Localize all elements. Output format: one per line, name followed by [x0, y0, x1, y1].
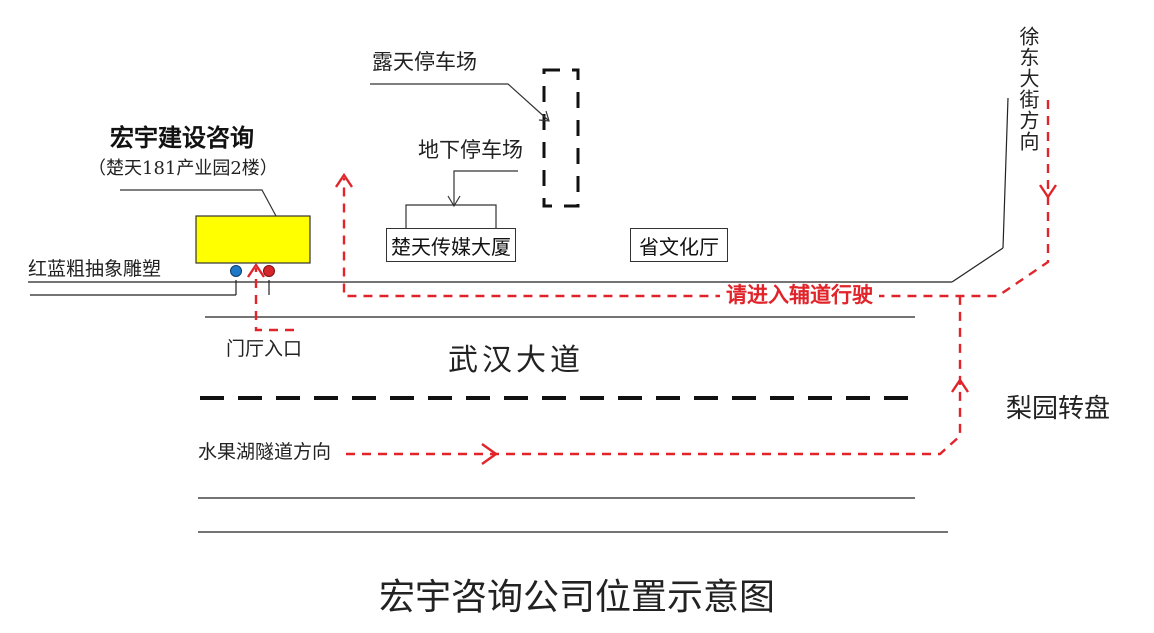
- company-name: 宏宇建设咨询: [110, 124, 254, 152]
- route-arrow-up-left: [335, 172, 353, 188]
- route-arrow-right: [481, 443, 499, 465]
- provincial-culture-hall: 省文化厅: [630, 228, 728, 262]
- open-parking-label: 露天停车场: [372, 50, 477, 74]
- main-road-label: 武汉大道: [448, 343, 584, 378]
- route-instruction: 请进入辅道行驶: [720, 285, 879, 306]
- chutian-building: 楚天传媒大厦: [386, 228, 516, 262]
- underground-parking-label: 地下停车场: [418, 138, 523, 162]
- open-parking-area: [542, 68, 580, 208]
- route-from-tunnel: [346, 296, 962, 456]
- company-building: [195, 215, 311, 264]
- company-address: （楚天181产业园2楼）: [88, 158, 278, 179]
- blue-sculpture-dot: [230, 265, 242, 277]
- route-arrow-lobby: [247, 262, 265, 278]
- map-title: 宏宇咨询公司位置示意图: [378, 577, 775, 618]
- open-parking-pointer: [370, 83, 549, 121]
- sculpture-label: 红蓝粗抽象雕塑: [28, 258, 162, 280]
- underground-parking-pointer: [453, 170, 518, 205]
- tunnel-direction-label: 水果湖隧道方向: [198, 441, 332, 463]
- open-parking-arrowhead: [538, 110, 550, 122]
- underground-parking-arrowhead: [447, 195, 461, 208]
- company-label-pointer: [120, 189, 277, 217]
- xudong-direction-label: 徐东大街方向: [1016, 26, 1040, 152]
- road-north-line: [1002, 97, 1009, 249]
- lobby-entrance-label: 门厅入口: [226, 338, 303, 360]
- route-arrow-up-right: [951, 377, 969, 393]
- red-sculpture-dot: [263, 265, 275, 277]
- liyuan-roundabout-label: 梨园转盘: [1006, 394, 1111, 424]
- underground-parking-bracket: [405, 204, 497, 228]
- road-curve-line: [951, 247, 1004, 283]
- route-to-lobby: [254, 268, 294, 332]
- route-from-xudong: [342, 100, 1050, 298]
- route-arrow-down: [1039, 184, 1057, 200]
